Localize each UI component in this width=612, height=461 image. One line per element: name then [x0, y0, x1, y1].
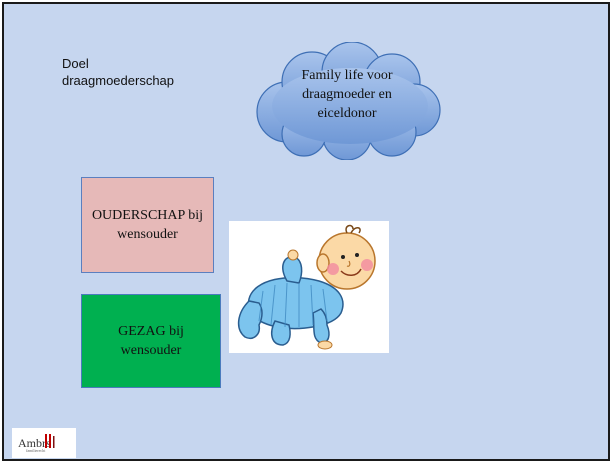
family-life-cloud: Family life voor draagmoeder en eiceldon… [242, 42, 452, 160]
crawling-baby-illustration [229, 221, 389, 353]
baby-icon [237, 224, 376, 350]
law-firm-logo: Ambrs familierecht [12, 428, 76, 458]
logo-icon [45, 434, 55, 448]
parenthood-line-1: OUDERSCHAP bij [91, 208, 204, 223]
logo-subtitle: familierecht [26, 448, 46, 453]
parenthood-box: OUDERSCHAP bij wensouder [81, 177, 214, 273]
title-line-2: draagmoederschap [62, 73, 175, 88]
title-line-1: Doel [62, 56, 89, 71]
cloud-line-1: Family life voor [301, 68, 393, 83]
custody-line-2: wensouder [120, 343, 182, 358]
custody-box: GEZAG bij wensouder [81, 294, 221, 388]
cloud-line-2: draagmoeder en [302, 87, 392, 102]
slide-title: Doel draagmoederschap [62, 55, 222, 89]
cloud-text: Family life voor draagmoeder en eiceldon… [262, 66, 432, 123]
cloud-shape [256, 42, 441, 160]
custody-line-1: GEZAG bij [118, 324, 184, 339]
parenthood-line-2: wensouder [117, 227, 178, 242]
cloud-line-3: eiceldonor [317, 106, 377, 121]
logo-text: Ambrs [18, 436, 51, 450]
